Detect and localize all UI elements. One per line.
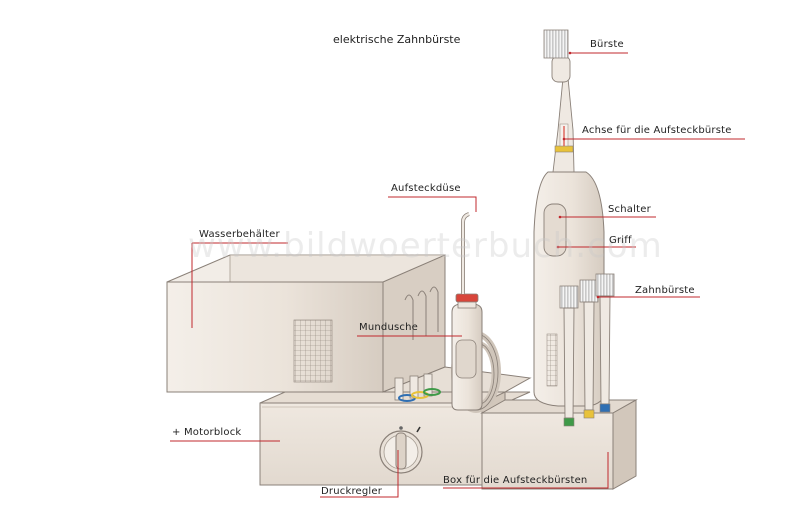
label-schalter: Schalter	[608, 204, 651, 215]
label-aufsteckduese: Aufsteckdüse	[391, 183, 461, 194]
label-griff: Griff	[609, 235, 632, 246]
label-achse: Achse für die Aufsteckbürste	[582, 125, 732, 136]
label-zahnbuerste: Zahnbürste	[635, 285, 695, 296]
label-wasserbehaelter: Wasserbehälter	[199, 229, 280, 240]
label-box: Box für die Aufsteckbürsten	[443, 475, 587, 486]
diagram-title: elektrische Zahnbürste	[333, 33, 460, 46]
leader-aufsteckduese	[388, 197, 476, 212]
label-druckregler: Druckregler	[321, 486, 382, 497]
label-buerste: Bürste	[590, 39, 624, 50]
label-motorblock: + Motorblock	[172, 427, 241, 438]
label-mundusche: Mundusche	[359, 322, 418, 333]
